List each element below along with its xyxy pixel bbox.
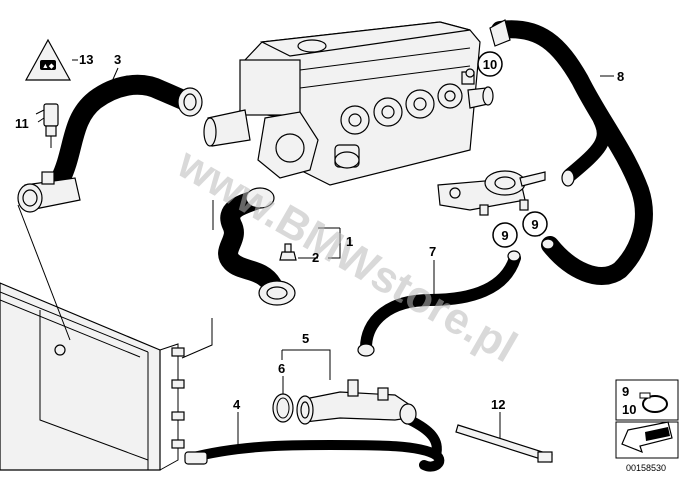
label-4: 4 [233, 397, 241, 412]
label-8: 8 [617, 69, 624, 84]
hose-3 [50, 74, 203, 190]
part-labels: 1 2 3 4 5 6 7 8 9 9 10 11 12 13 [15, 52, 624, 412]
callout-circles [477, 51, 548, 248]
diagram-id: 00158530 [626, 463, 666, 473]
legend-box: 9 10 00158530 [615, 379, 679, 473]
hose-1 [218, 187, 296, 306]
cylinder-head [203, 21, 494, 186]
radiator [0, 282, 185, 471]
label-9-b: 9 [531, 217, 538, 232]
clamp-icon [639, 392, 668, 413]
plug-2 [279, 243, 297, 261]
t-connector [17, 171, 81, 213]
label-10: 10 [483, 57, 497, 72]
label-13: 13 [79, 52, 93, 67]
hose-7 [357, 250, 521, 357]
leader-lines [17, 200, 214, 359]
svg-text:▲◆: ▲◆ [42, 63, 55, 70]
o-ring-6 [272, 393, 294, 423]
legend-label-9: 9 [622, 384, 629, 399]
hose-9-branch [541, 238, 555, 250]
hose-4 [184, 415, 445, 472]
label-2: 2 [312, 250, 319, 265]
warning-triangle-icon: ▲◆ [24, 38, 72, 81]
fitting-bracket [437, 170, 546, 216]
arrow-icon [621, 421, 673, 454]
cable-tie-12 [455, 424, 553, 463]
pipe-5 [296, 379, 417, 425]
temp-sensor-11 [35, 103, 59, 148]
label-12: 12 [491, 397, 505, 412]
label-9-a: 9 [501, 228, 508, 243]
label-5: 5 [302, 331, 309, 346]
label-7: 7 [429, 244, 436, 259]
hose-8 [489, 19, 653, 285]
label-1: 1 [346, 234, 353, 249]
label-3: 3 [114, 52, 121, 67]
legend-label-10: 10 [622, 402, 636, 417]
clamp-10 [465, 68, 475, 78]
label-6: 6 [278, 361, 285, 376]
label-11: 11 [15, 116, 29, 131]
